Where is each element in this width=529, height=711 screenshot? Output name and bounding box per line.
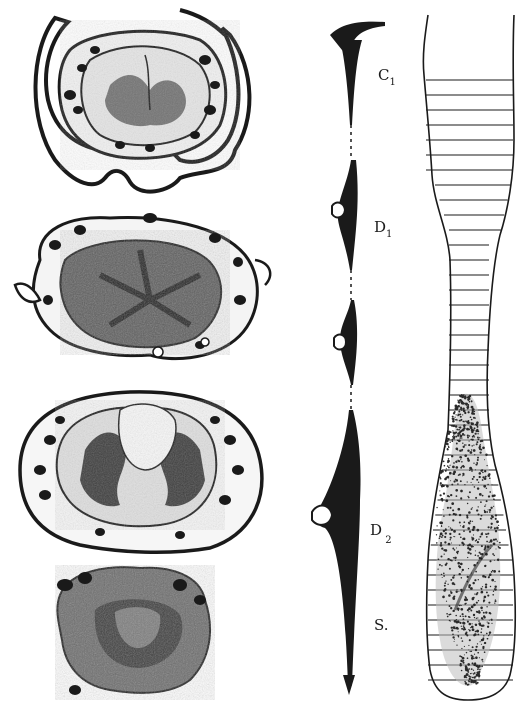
label-d1: D1 [374, 218, 392, 240]
cross-section-sacral [55, 565, 215, 700]
longitudinal-profile: C1 D1 D 2 S. [312, 22, 396, 695]
label-s: S. [374, 616, 389, 634]
label-c1: C1 [378, 66, 396, 88]
cord-outline [423, 15, 515, 700]
cross-section-dorsal-1 [15, 213, 270, 359]
label-d2: D 2 [370, 521, 392, 546]
cross-sections [15, 10, 270, 700]
cross-section-cervical [35, 10, 249, 192]
lesion-stipple [436, 394, 501, 686]
cross-section-dorsal-2 [20, 392, 262, 552]
